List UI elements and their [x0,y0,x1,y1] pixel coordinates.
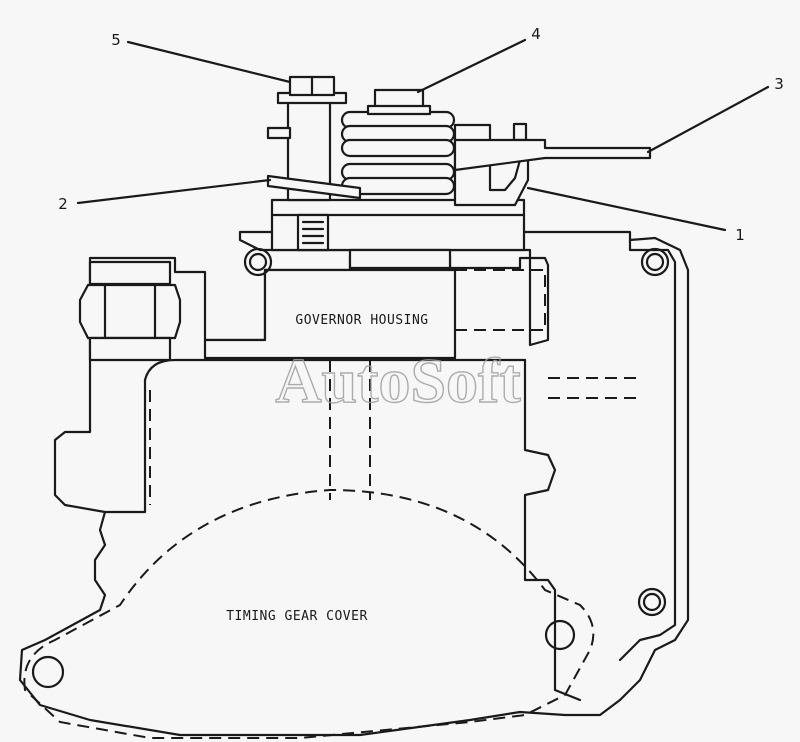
leader-line-5 [126,40,292,84]
bolt-hole-icon [640,247,670,277]
governor-housing-label: GOVERNOR HOUSING [295,313,428,328]
bolt-hole-icon [637,587,667,617]
leader-line-4 [416,38,527,94]
side-pin [266,126,292,140]
callout-1: 1 [735,226,745,244]
adjusting-screw [296,213,330,252]
leader-line-2 [76,178,272,205]
linkage-rod-2 [266,174,362,200]
callout-2: 2 [58,195,68,213]
governor-spring [340,110,456,196]
leader-line-1 [526,186,727,232]
housing-right-flange [618,238,677,662]
bolt-hole-icon [31,655,65,689]
housing-right-step [523,358,582,702]
housing-left-edge [103,378,147,514]
thread-lines [301,220,325,245]
watermark: AutoSoft [275,345,521,416]
leader-line-3 [646,85,770,154]
callout-5: 5 [111,31,121,49]
bolt-hole-icon [544,619,576,651]
hex-nut-icon [78,283,182,340]
hidden-line [455,270,546,331]
lever-pin [512,122,528,142]
bolt-hole-icon [243,247,273,277]
plate-spacer [348,248,452,270]
control-lever-3 [453,138,652,172]
callout-3: 3 [774,75,784,93]
housing-inner-top [143,358,527,382]
fitting-collar [88,260,172,286]
fitting-base [88,336,172,362]
washer-4 [366,104,432,116]
timing-gear-cover-label: TIMING GEAR COVER [226,609,368,624]
callout-4: 4 [531,25,541,43]
